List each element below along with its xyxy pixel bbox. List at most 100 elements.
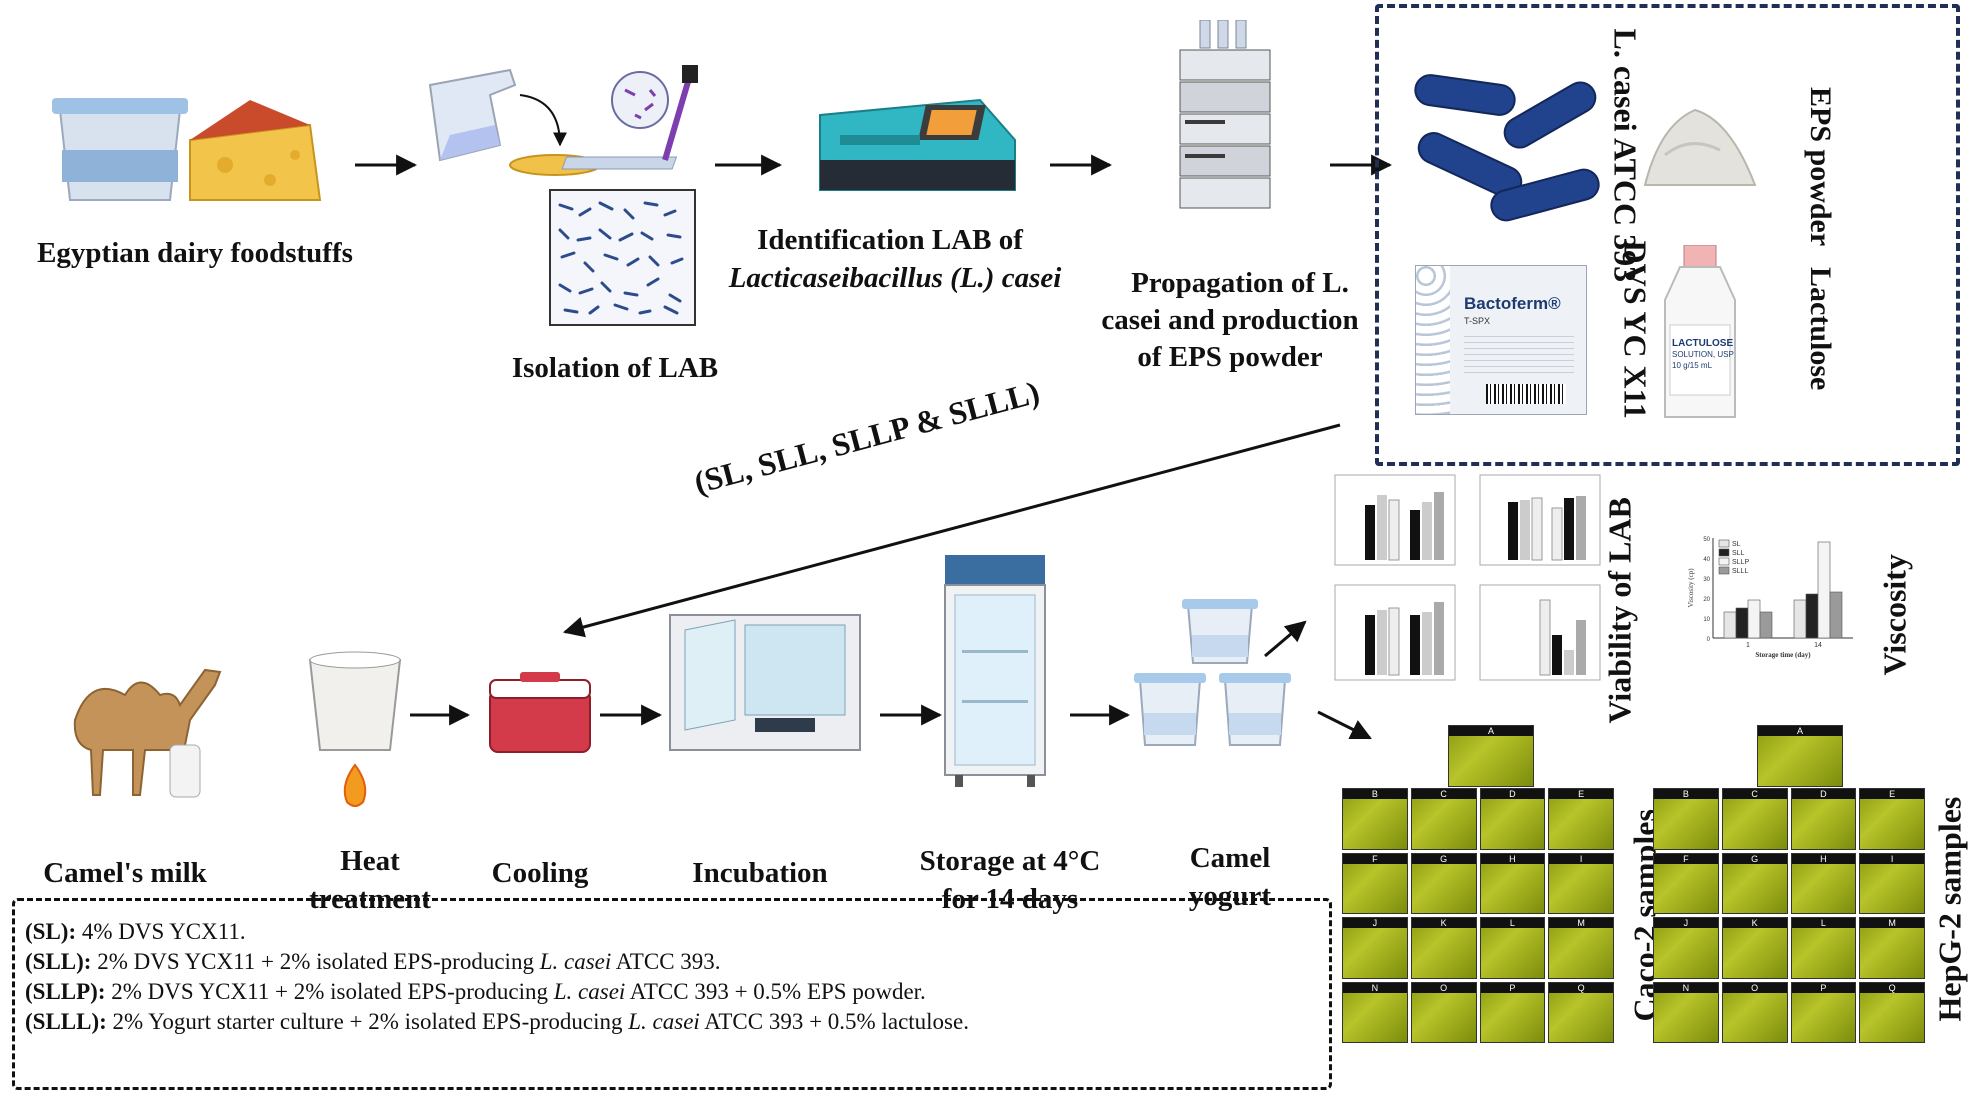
micrograph-cell: C — [1410, 788, 1477, 850]
micrograph-cell: M — [1859, 917, 1925, 979]
micro-tag: C — [1411, 789, 1476, 799]
label-isolation: Isolation of LAB — [511, 352, 719, 384]
micrograph-cell: J — [1653, 917, 1719, 979]
bottle-text-3: 10 g/15 mL — [1672, 361, 1713, 370]
yogurt-cup-icon — [1219, 673, 1291, 746]
label-storage-1: Storage at 4°C — [919, 845, 1101, 877]
micro-tag: A — [1758, 726, 1842, 736]
label-heat-1: Heat — [340, 845, 400, 877]
micro-tag: M — [1860, 918, 1924, 928]
dairy-products-illustration — [52, 98, 322, 201]
micrograph-cell: K — [1410, 917, 1477, 979]
micrograph-cell: D — [1790, 788, 1857, 850]
micro-tag: D — [1480, 789, 1545, 799]
lactulose-label: Lactulose — [1804, 267, 1837, 391]
micrograph-cell: O — [1721, 981, 1788, 1043]
flame-icon — [343, 763, 367, 807]
hplc-system-illustration — [1179, 20, 1271, 209]
arrow-yogurt-to-micro — [1317, 710, 1372, 740]
y-tick-label: 10 — [1703, 617, 1710, 623]
isolation-illustration — [428, 65, 698, 326]
viability-panel-c — [1334, 584, 1456, 681]
micro-tag: M — [1549, 918, 1613, 928]
micro-tag: K — [1411, 918, 1476, 928]
label-incubation: Incubation — [692, 857, 828, 889]
bar-sll — [1805, 593, 1819, 639]
micrograph-cell: P — [1790, 981, 1857, 1043]
micro-tag: B — [1343, 789, 1407, 799]
microscope-slide-icon — [561, 65, 698, 170]
legend-label: SL — [1732, 541, 1741, 548]
bar-sl — [1723, 611, 1737, 639]
micrograph-cell: F — [1342, 852, 1408, 914]
casei-label: L. casei ATCC 393 — [1607, 28, 1644, 283]
micro-tag: N — [1343, 982, 1407, 993]
micrograph-cell: Q — [1548, 981, 1614, 1043]
arrow-yogurt-to-viability — [1264, 620, 1307, 658]
micrograph-cell: E — [1548, 788, 1614, 850]
camel-icon — [73, 668, 222, 798]
bar-sll — [1735, 607, 1749, 639]
micrograph-cell: N — [1342, 981, 1408, 1043]
micrograph-cell: B — [1653, 788, 1719, 850]
micro-tag: G — [1722, 853, 1787, 864]
y-tick-label: 20 — [1703, 597, 1710, 603]
micrograph-cell: N — [1653, 981, 1719, 1043]
micro-tag: N — [1654, 982, 1718, 993]
micro-tag: F — [1654, 853, 1718, 864]
micrograph-cell: G — [1410, 852, 1477, 914]
micro-tag: H — [1791, 853, 1856, 864]
label-identification-1: Identification LAB of — [757, 224, 1023, 256]
viability-panel-a — [1334, 474, 1456, 566]
micrograph-cell: P — [1479, 981, 1546, 1043]
viscosity-label: Viscosity — [1876, 554, 1913, 676]
micro-tag: H — [1480, 853, 1545, 864]
y-axis-label: Viscosity (cp) — [1687, 568, 1695, 608]
dvs-packet: Bactoferm® T-SPX — [1415, 265, 1587, 415]
legend-swatch — [1718, 557, 1730, 566]
bottle-text-2: SOLUTION, USP — [1672, 350, 1734, 359]
x-tick-label: 14 — [1814, 642, 1822, 649]
lactulose-bottle-icon — [1664, 245, 1736, 418]
micro-tag: D — [1791, 789, 1856, 799]
micro-tag: O — [1722, 982, 1787, 993]
bottle-text-1: LACTULOSE — [1672, 338, 1734, 349]
packet-brand: Bactoferm® — [1464, 294, 1561, 313]
micro-tag: E — [1549, 789, 1613, 799]
rod-icon — [1414, 74, 1516, 116]
bar-sl — [1793, 599, 1807, 639]
refrigerator-icon — [944, 555, 1046, 787]
arrow-box-to-cooling — [562, 423, 1341, 638]
legend-swatch — [1718, 566, 1730, 575]
rod-icon — [1490, 168, 1600, 222]
micro-tag: I — [1860, 853, 1924, 864]
legend-row-sllp: (SLLP): 2% DVS YCX11 + 2% isolated EPS-p… — [25, 979, 926, 1004]
micro-tag: E — [1860, 789, 1924, 799]
micro-tag: P — [1791, 982, 1856, 993]
label-propagation-1: Propagation of L. — [1131, 267, 1349, 299]
treatment-legend: (SL): 4% DVS YCX11. (SLL): 2% DVS YCX11 … — [12, 898, 1332, 1090]
micro-tag: O — [1411, 982, 1476, 993]
micrograph-cell: H — [1790, 852, 1857, 914]
viability-charts-thumbnail — [1334, 474, 1601, 681]
flask-icon — [428, 68, 517, 162]
micrograph-cell: F — [1653, 852, 1719, 914]
caco2-micrograph-a: A — [1448, 725, 1534, 787]
label-dairy: Egyptian dairy foodstuffs — [37, 237, 353, 269]
y-tick-label: 50 — [1703, 537, 1710, 543]
hepg2-micrograph-a: A — [1757, 725, 1843, 787]
rod-icon — [1503, 81, 1597, 149]
micrograph-cell: Q — [1859, 981, 1925, 1043]
label-yogurt-2: yogurt — [1188, 880, 1272, 912]
hepg2-label: HepG-2 samples — [1931, 796, 1968, 1022]
legend-label: SLLL — [1732, 568, 1748, 575]
barcode-icon — [1486, 384, 1566, 404]
heat-treatment-icon — [308, 651, 402, 807]
x-axis-label: Storage time (day) — [1755, 651, 1811, 659]
label-yogurt-1: Camel — [1189, 842, 1271, 874]
legend-row-sll: (SLL): 2% DVS YCX11 + 2% isolated EPS-pr… — [25, 949, 721, 974]
micro-tag: J — [1343, 918, 1407, 928]
legend-row-slll: (SLLL): 2% Yogurt starter culture + 2% i… — [25, 1009, 969, 1034]
